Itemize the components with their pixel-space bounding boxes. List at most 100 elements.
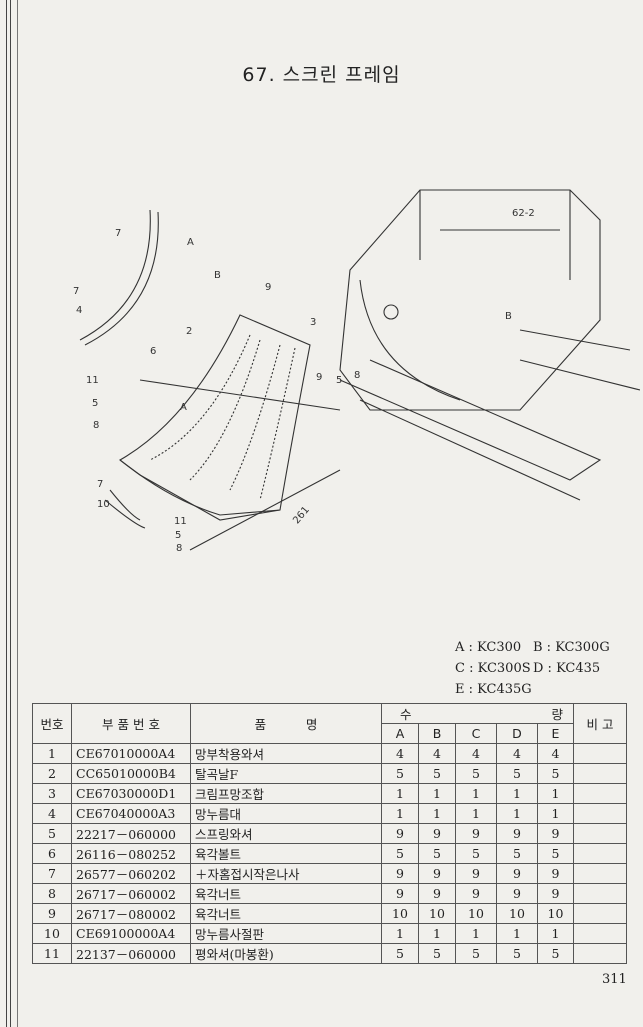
cell-qty: 5 (418, 942, 456, 964)
cell-qty: 1 (418, 802, 456, 824)
cell-no: 1 (32, 742, 72, 764)
cell-name: 크림프망조합 (190, 782, 382, 804)
legend-item: A : KC300 (455, 640, 522, 655)
callout-label: 5 (175, 530, 182, 541)
cell-no: 8 (32, 882, 72, 904)
cell-part-no: 26116－080252 (71, 842, 191, 864)
cell-qty: 4 (455, 742, 497, 764)
cell-qty: 9 (455, 862, 497, 884)
cell-remark (573, 822, 627, 844)
cell-remark (573, 742, 627, 764)
cell-name: 육각볼트 (190, 842, 382, 864)
callout-label: 8 (93, 420, 100, 431)
cell-qty: 5 (381, 842, 419, 864)
cell-remark (573, 922, 627, 944)
cell-qty: 9 (537, 822, 574, 844)
cell-qty: 1 (418, 782, 456, 804)
callout-label: 11 (174, 516, 187, 527)
cell-qty: 9 (418, 862, 456, 884)
cell-qty: 5 (418, 842, 456, 864)
header-qty-left: 수 (400, 707, 412, 722)
cell-remark (573, 902, 627, 924)
parts-diagram: 7 A 7 4 B 9 2 6 3 11 5 8 A 9 5 8 62-2 B … (40, 170, 641, 590)
cell-qty: 9 (418, 822, 456, 844)
cell-name: 망누름사절판 (190, 922, 382, 944)
cell-qty: 1 (455, 782, 497, 804)
cell-part-no: CC65010000B4 (71, 762, 191, 784)
header-no: 번호 (32, 703, 72, 744)
cell-qty: 9 (455, 882, 497, 904)
cell-qty: 5 (455, 762, 497, 784)
cell-qty: 5 (496, 942, 538, 964)
callout-label: 8 (176, 543, 183, 554)
cell-no: 11 (32, 942, 72, 964)
cell-name: 육각너트 (190, 902, 382, 924)
cell-no: 2 (32, 762, 72, 784)
cell-part-no: CE67030000D1 (71, 782, 191, 804)
callout-label: 5 (336, 375, 343, 386)
cell-qty: 5 (496, 762, 538, 784)
callout-label: B (214, 270, 221, 281)
cell-part-no: 26717－060002 (71, 882, 191, 904)
header-model: D (496, 723, 538, 744)
cell-name: 망누름대 (190, 802, 382, 824)
cell-name: 평와셔(마봉환) (190, 942, 382, 964)
cell-qty: 5 (381, 942, 419, 964)
callout-label: 7 (73, 286, 80, 297)
cell-qty: 9 (537, 882, 574, 904)
header-model: B (418, 723, 456, 744)
cell-qty: 10 (455, 902, 497, 924)
cell-qty: 5 (537, 942, 574, 964)
callout-label: A (187, 237, 194, 248)
cell-no: 3 (32, 782, 72, 804)
cell-qty: 5 (537, 842, 574, 864)
cell-remark (573, 802, 627, 824)
cell-qty: 5 (418, 762, 456, 784)
cell-qty: 9 (455, 822, 497, 844)
cell-remark (573, 842, 627, 864)
cell-qty: 1 (537, 782, 574, 804)
callout-label: 9 (265, 282, 272, 293)
cell-no: 7 (32, 862, 72, 884)
cell-qty: 9 (418, 882, 456, 904)
callout-label: 7 (115, 228, 122, 239)
cell-qty: 1 (381, 782, 419, 804)
header-model: C (455, 723, 497, 744)
page-number: 311 (602, 972, 627, 987)
cell-qty: 9 (496, 882, 538, 904)
legend-item: B : KC300G (533, 640, 610, 655)
cell-name: 망부착용와셔 (190, 742, 382, 764)
cell-qty: 5 (455, 942, 497, 964)
cell-qty: 5 (455, 842, 497, 864)
callout-label: A (180, 402, 187, 413)
cell-qty: 9 (496, 822, 538, 844)
cell-part-no: 22217－060000 (71, 822, 191, 844)
cell-qty: 1 (455, 802, 497, 824)
cell-no: 9 (32, 902, 72, 924)
cell-qty: 4 (496, 742, 538, 764)
cell-part-no: CE67040000A3 (71, 802, 191, 824)
cell-qty: 1 (381, 922, 419, 944)
cell-qty: 5 (381, 762, 419, 784)
callout-label: 5 (92, 398, 99, 409)
callout-label: 2 (186, 326, 193, 337)
cell-qty: 1 (537, 922, 574, 944)
cell-remark (573, 862, 627, 884)
cell-qty: 1 (496, 782, 538, 804)
callout-label: 4 (76, 305, 83, 316)
cell-no: 5 (32, 822, 72, 844)
cell-remark (573, 942, 627, 964)
callout-label: 6 (150, 346, 157, 357)
cell-qty: 9 (537, 862, 574, 884)
cell-part-no: 26717－080002 (71, 902, 191, 924)
callout-label: 11 (86, 375, 99, 386)
header-name: 품 명 (190, 703, 382, 744)
